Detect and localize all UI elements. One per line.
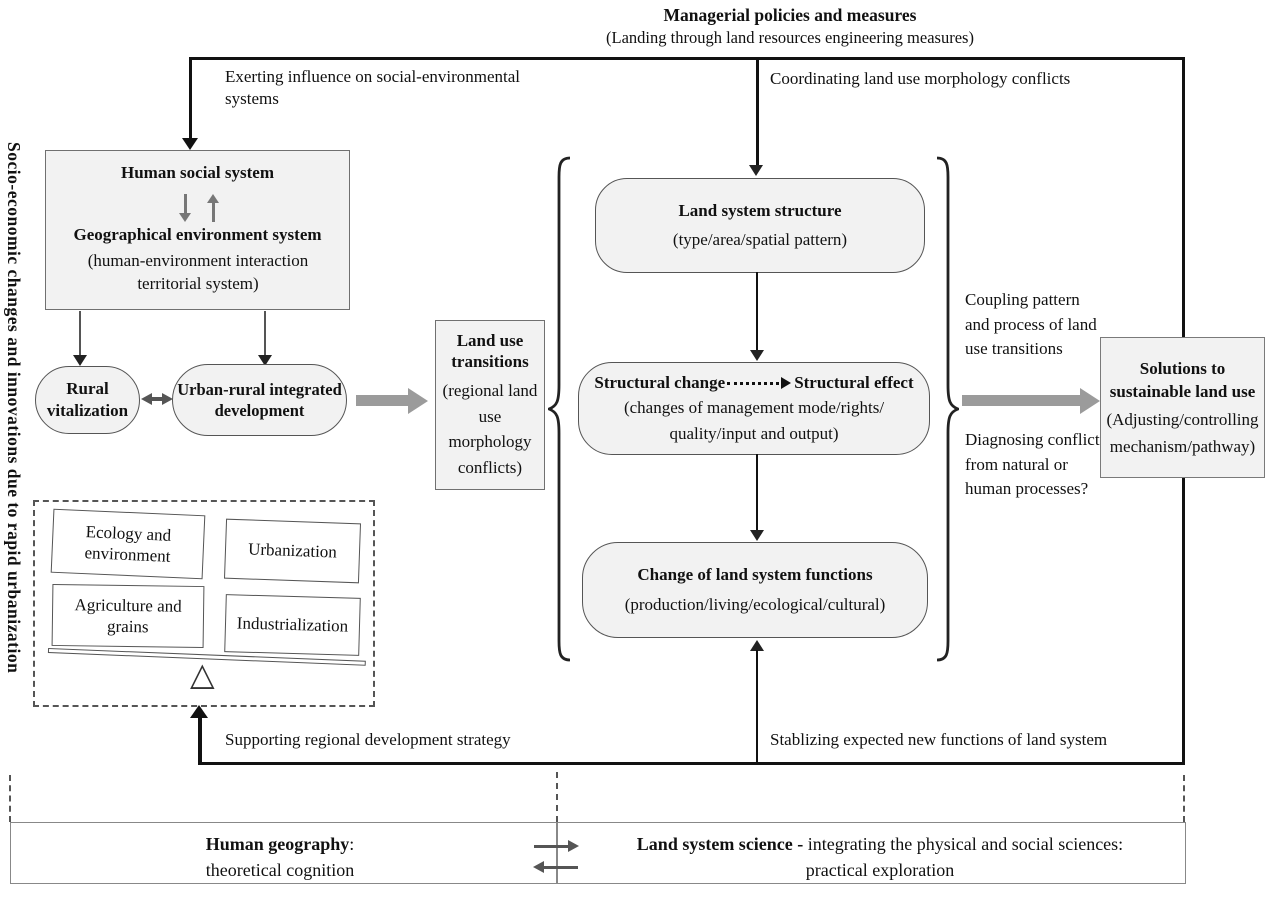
arrowhead-down-social [182,138,198,150]
bottom-bar-divider [556,822,558,884]
top-frame-line [189,57,1185,60]
arrowhead-down-structural [750,350,764,361]
rural-vitalization-box: Rural vitalization [35,366,140,434]
note-exerting-influence: Exerting influence on social-environment… [225,67,521,109]
bar-left-arrow-shaft [544,866,578,869]
dashed-drop-left [9,775,11,822]
human-geography-cell: Human geography: theoretical cognition [30,831,530,883]
bar-right-arrow-shaft [534,845,568,848]
connector-structure-structural [756,272,758,351]
structural-change-row: Structural change Structural effect [594,372,913,394]
land-system-science-cell: Land system science - integrating the ph… [590,831,1170,883]
connector-social-rural [79,311,81,356]
mini-up-line [212,202,215,222]
human-social-system-label: Human social system [121,163,274,182]
human-geography-line2: theoretical cognition [205,860,355,881]
structural-effect-label: Structural effect [794,373,914,393]
note-coordinating-conflicts: Coordinating land use morphology conflic… [770,69,1071,88]
block-arrow-shaft-right [962,395,1080,406]
geographical-environment-label: Geographical environment system [73,225,322,244]
human-social-system-box [45,150,350,310]
connector-social-urban [264,311,266,356]
bottom-bar [10,822,1186,884]
human-environment-subtitle: (human-environment interaction territori… [87,251,309,293]
note-diagnosing-conflicts: Diagnosing conflicts: from natural or hu… [965,430,1111,499]
header-title: Managerial policies and measures [663,5,917,25]
driver-urbanization-box: Urbanization [223,518,362,584]
functions-change-title: Change of land system functions [637,564,873,584]
land-use-transitions-box [435,320,545,490]
connector-bottom-drivers [198,717,202,763]
connector-top-middle [756,57,759,166]
mini-down-line [184,194,187,214]
connector-solutions-bottom [1182,478,1185,765]
solutions-subtitle1: (Adjusting/controlling [1106,409,1259,429]
connector-top-right [1182,57,1185,337]
dashed-drop-middle [556,772,558,822]
land-system-structure-title: Land system structure [678,200,842,220]
block-arrow-head-right-icon [1080,388,1100,414]
arrowhead-down-urban [258,355,272,366]
fulcrum-triangle-icon: △ [190,656,215,692]
land-system-science-rest: integrating the physical and social scie… [803,834,1124,854]
bottom-frame-line [198,762,1185,765]
arrowhead-up-drivers [190,705,208,718]
note-supporting-strategy: Supporting regional development strategy [225,730,511,749]
block-arrow-shaft-left [356,395,408,406]
arrowhead-down-rural [73,355,87,366]
functions-change-box: Change of land system functions (product… [582,542,928,638]
bar-left-arrow-head-icon [533,861,544,873]
connector-bottom-functions [756,650,758,763]
land-system-science-line2: practical exploration [805,860,955,881]
functions-change-subtitle: (production/living/ecological/cultural) [624,595,886,614]
arrowhead-down-structure [749,165,763,176]
structural-change-box: Structural change Structural effect (cha… [578,362,930,455]
mini-down-arrowhead-icon [179,213,191,222]
solutions-box: Solutions to sustainable land use (Adjus… [1100,337,1265,478]
driver-ecology-box: Ecology and environment [50,508,206,580]
structural-change-subtitle2: quality/input and output) [669,423,839,443]
structural-change-label: Structural change [594,373,726,393]
double-arrow-icon [141,393,173,405]
structural-change-subtitle1: (changes of management mode/rights/ [623,398,885,418]
land-system-science-line1: Land system science - integrating the ph… [590,831,1170,857]
dotted-arrow-line [727,381,780,385]
arrowhead-up-functions [750,640,764,651]
connector-top-left [189,57,192,139]
bar-right-arrow-head-icon [568,840,579,852]
land-system-structure-box: Land system structure (type/area/spatial… [595,178,925,273]
note-coupling-pattern: Coupling pattern and process of land use… [965,290,1097,359]
land-system-structure-subtitle: (type/area/spatial pattern) [672,230,848,249]
human-geography-sep: : [349,834,355,854]
solutions-subtitle2: mechanism/pathway) [1109,436,1256,456]
arrowhead-down-functions [750,530,764,541]
dashed-drop-right [1183,775,1185,822]
header-subtitle: (Landing through land resources engineer… [606,28,974,47]
land-use-transitions-subtitle: (regional land use morphology conflicts) [442,381,538,477]
driver-agriculture-box: Agriculture and grains [51,583,205,649]
left-brace-icon [548,156,571,662]
solutions-title: Solutions to sustainable land use [1109,359,1256,401]
note-stablizing-functions: Stablizing expected new functions of lan… [770,730,1108,749]
right-brace-icon [936,156,959,662]
urban-rural-development-box: Urban-rural integrated development [172,364,347,436]
connector-structural-functions [756,454,758,531]
side-caption-socioeconomic: Socio-economic changes and innovations d… [3,142,24,674]
mini-up-arrowhead-icon [207,194,219,203]
land-system-science-title: Land system science - [636,834,804,854]
land-use-transitions-title: Land use transitions [451,331,529,372]
human-geography-title: Human geography [205,834,350,854]
human-geography-line1: Human geography: [30,831,530,857]
dotted-arrow-head-icon [781,377,792,390]
block-arrow-head-left-icon [408,388,428,414]
driver-industrialization-box: Industrialization [224,594,361,656]
